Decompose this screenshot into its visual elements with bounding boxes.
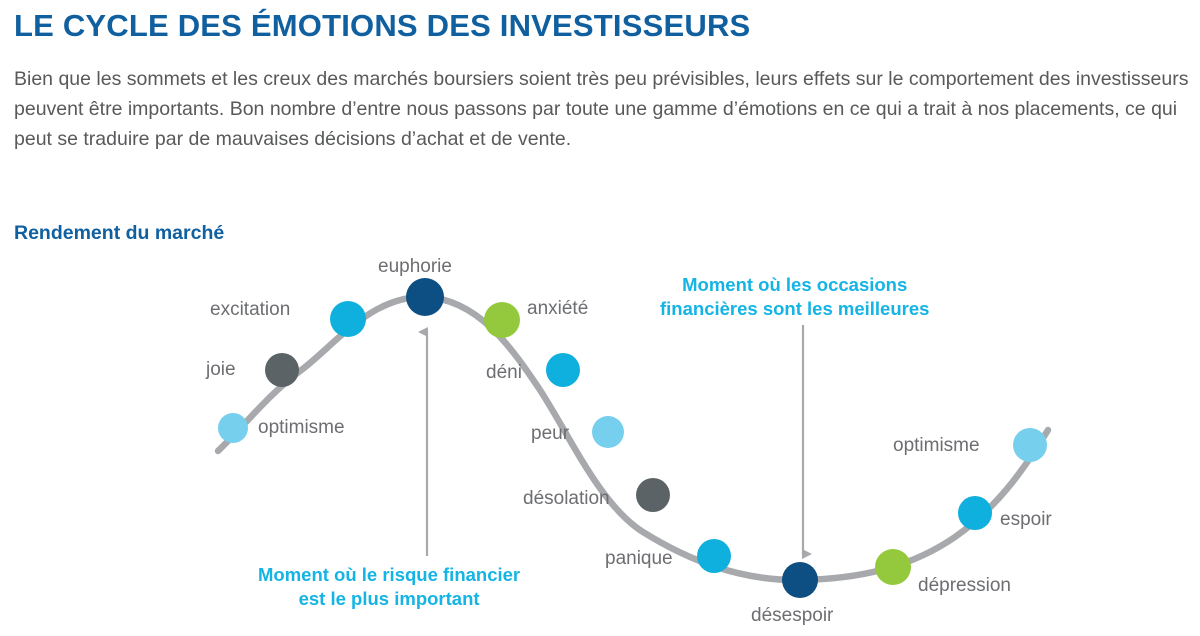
emotion-dot-anxiete-4 <box>484 302 520 338</box>
emotion-label-desolation-7: désolation <box>523 488 610 509</box>
emotion-label-deni-5: déni <box>486 362 522 383</box>
opportunity-annotation-line-2: financières sont les meilleures <box>660 298 930 319</box>
emotion-dot-joie-1 <box>265 353 299 387</box>
emotion-label-peur-6: peur <box>531 423 570 444</box>
emotion-dot-peur-6 <box>592 416 624 448</box>
emotion-dot-panique-8 <box>697 539 731 573</box>
emotion-dot-optimisme-12 <box>1013 428 1047 462</box>
intro-paragraph: Bien que les sommets et les creux des ma… <box>14 68 1189 150</box>
opportunity-annotation: Moment où les occasions financières sont … <box>660 273 929 321</box>
emotion-dot-euphorie-3 <box>406 278 444 316</box>
emotion-dot-deni-5 <box>546 353 580 387</box>
market-return-curve <box>214 293 1052 584</box>
emotion-label-anxiete-4: anxiété <box>527 298 589 319</box>
emotion-dot-desespoir-9 <box>782 562 818 598</box>
opportunity-annotation-line-1: Moment où les occasions <box>682 274 908 295</box>
emotion-dot-desolation-7 <box>636 478 670 512</box>
emotion-label-optimisme-12: optimisme <box>893 435 980 456</box>
emotion-label-optimisme-0: optimisme <box>258 417 345 438</box>
emotion-label-euphorie-3: euphorie <box>378 256 452 277</box>
chart-curve-svg <box>214 293 1052 584</box>
emotion-dot-depression-10 <box>875 549 911 585</box>
emotion-label-desespoir-9: désespoir <box>751 605 834 626</box>
emotion-dot-optimisme-0 <box>218 413 248 443</box>
emotion-label-excitation-2: excitation <box>210 299 291 320</box>
emotion-dot-excitation-2 <box>330 301 366 337</box>
chart-axis-label-market-return: Rendement du marché <box>14 222 225 244</box>
emotion-label-depression-10: dépression <box>918 575 1011 596</box>
emotion-cycle-chart: optimisme joie excitation euphorie anxiété dé… <box>0 240 1200 636</box>
emotion-dot-espoir-11 <box>958 496 992 530</box>
emotion-label-joie-1: joie <box>206 359 236 380</box>
risk-annotation: Moment où le risque financier est le plus… <box>258 563 520 611</box>
emotion-label-espoir-11: espoir <box>1000 509 1052 530</box>
risk-annotation-line-1: Moment où le risque financier <box>258 564 521 585</box>
risk-annotation-line-2: est le plus important <box>298 588 480 609</box>
page-title: LE CYCLE DES ÉMOTIONS DES INVESTISSEURS <box>14 8 751 43</box>
emotion-label-panique-8: panique <box>605 548 673 569</box>
